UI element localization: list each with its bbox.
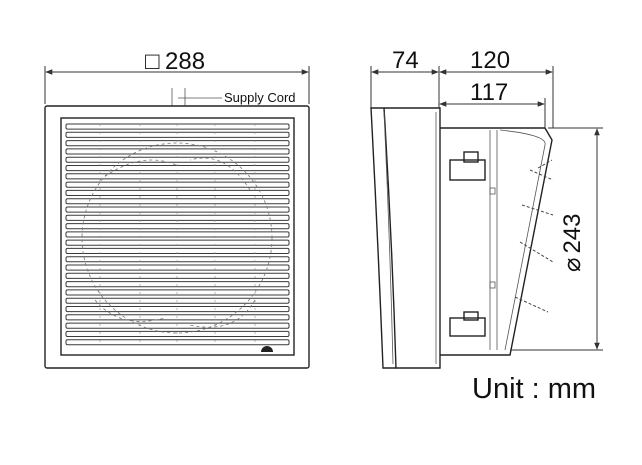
supply-cord-label: Supply Cord [224, 90, 296, 105]
lower-clip-tab [463, 311, 479, 321]
grille-slat [65, 140, 290, 147]
grille-slat [65, 148, 290, 155]
grille-slat [65, 256, 290, 263]
square-symbol: □ [145, 48, 160, 75]
grille-slat [65, 173, 290, 180]
fan-blade-outline [81, 142, 273, 334]
grille-slat [65, 297, 290, 304]
grille-slat [65, 206, 290, 213]
side-front-panel-inner [383, 111, 394, 365]
grille-slat [65, 165, 290, 172]
front-view: □ 288 Supply Cord [44, 48, 310, 369]
grille-slat [65, 189, 290, 196]
lower-clip [449, 317, 486, 337]
front-outer-frame [44, 105, 310, 369]
grille-slat [65, 314, 290, 321]
grille-slat [65, 339, 290, 346]
side-housing [384, 107, 441, 369]
indicator-lamp [261, 346, 273, 352]
front-width-label: 288 [165, 48, 205, 75]
dim-74-label: 74 [392, 47, 419, 74]
dim-117-label: 117 [470, 79, 508, 106]
grille-slat [65, 281, 290, 288]
grille-slat [65, 214, 290, 221]
unit-label: Unit : mm [472, 373, 596, 405]
shutter-flaps [514, 159, 554, 313]
grille-slat [65, 322, 290, 329]
side-screw-1 [489, 187, 496, 195]
grille-slat [65, 223, 290, 230]
grille-slat [65, 181, 290, 188]
dim-120-label: 120 [470, 47, 510, 74]
grille-slat [65, 131, 290, 138]
grille-slat [65, 123, 290, 130]
grille-slats [65, 123, 290, 348]
side-screw-2 [489, 281, 496, 289]
upper-clip [449, 159, 486, 181]
grille-slat [65, 272, 290, 279]
grille-slat [65, 289, 290, 296]
diameter-label: ⌀243 [559, 214, 586, 273]
grille-slat [65, 198, 290, 205]
motor-body [440, 127, 553, 356]
grille-slat [65, 239, 290, 246]
front-inner-frame [60, 117, 295, 356]
upper-clip-tab [463, 151, 479, 163]
motor-shroud [499, 129, 546, 351]
grille-slat [65, 247, 290, 254]
grille-slat [65, 330, 290, 337]
grille-slat [65, 156, 290, 163]
side-view: 74 120 117 [370, 47, 603, 369]
grille-slat [65, 231, 290, 238]
grille-slat [65, 264, 290, 271]
grille-slat [65, 306, 290, 313]
